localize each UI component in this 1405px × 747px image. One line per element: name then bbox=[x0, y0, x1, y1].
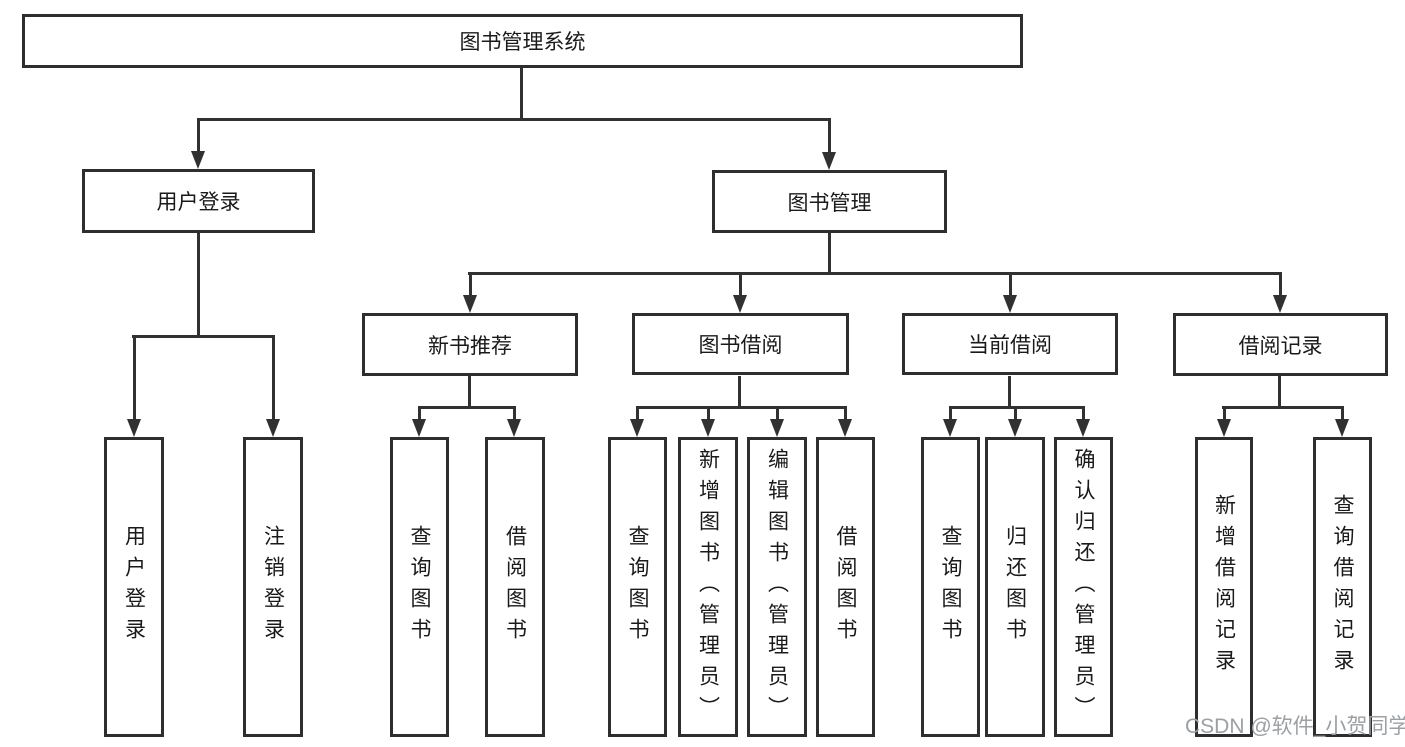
leaf-query-book-recommend: 查询图书 bbox=[390, 437, 449, 737]
node-new-book-recommend: 新书推荐 bbox=[362, 313, 578, 376]
leaf-return-book-label: 归还图书 bbox=[1003, 525, 1027, 649]
connector-stem-new-book-recommend bbox=[468, 376, 471, 406]
arrow-down-icon-borrow-records bbox=[1273, 272, 1287, 313]
node-book-borrow: 图书借阅 bbox=[632, 313, 849, 375]
connector-stem-book-management bbox=[828, 233, 831, 272]
arrow-down-icon-leaf-logout bbox=[266, 335, 280, 437]
leaf-add-book-admin-label: 新增图书（管理员） bbox=[696, 447, 720, 727]
connector-branch-new-book-recommend bbox=[418, 406, 516, 409]
node-new-book-recommend-label: 新书推荐 bbox=[428, 334, 512, 358]
leaf-query-borrow-record-label: 查询借阅记录 bbox=[1331, 494, 1354, 680]
node-borrow-records: 借阅记录 bbox=[1173, 313, 1388, 376]
leaf-query-book-borrow-label: 查询图书 bbox=[626, 525, 649, 649]
connector-stem-book-borrow bbox=[738, 376, 741, 406]
arrow-down-icon-query-book-borrow bbox=[630, 406, 644, 437]
leaf-query-book-current-label: 查询图书 bbox=[939, 525, 962, 649]
leaf-borrow-book-borrow-label: 借阅图书 bbox=[834, 525, 857, 649]
node-library-management-system-label: 图书管理系统 bbox=[459, 31, 586, 54]
arrow-down-icon-new-book-recommend bbox=[463, 272, 477, 313]
node-book-management: 图书管理 bbox=[712, 170, 947, 233]
connector-branch-book-borrow bbox=[636, 406, 847, 409]
node-user-login-label: 用户登录 bbox=[156, 191, 241, 214]
leaf-query-book-recommend-label: 查询图书 bbox=[408, 525, 431, 649]
leaf-edit-book-admin: 编辑图书（管理员） bbox=[747, 437, 807, 737]
connector-branch-level1 bbox=[197, 118, 831, 121]
watermark-text: CSDN @软件_小贺同学 bbox=[1185, 715, 1405, 738]
node-current-borrow: 当前借阅 bbox=[902, 313, 1118, 375]
leaf-logout: 注销登录 bbox=[243, 437, 303, 737]
leaf-user-login: 用户登录 bbox=[104, 437, 164, 737]
arrow-down-icon-current-borrow bbox=[1003, 272, 1017, 313]
leaf-query-book-borrow: 查询图书 bbox=[608, 437, 667, 737]
node-user-login: 用户登录 bbox=[82, 169, 315, 233]
leaf-edit-book-admin-label: 编辑图书（管理员） bbox=[765, 447, 789, 727]
connector-stem-borrow-records bbox=[1278, 376, 1281, 406]
arrow-down-icon-query-book-current bbox=[943, 406, 957, 437]
arrow-down-icon-borrow-book-borrow bbox=[838, 406, 852, 437]
leaf-confirm-return-admin: 确认归还（管理员） bbox=[1054, 437, 1113, 737]
arrow-down-icon-query-book-recommend bbox=[412, 406, 426, 437]
arrow-down-icon-book-management bbox=[822, 118, 836, 170]
arrow-down-icon-add-borrow-record bbox=[1217, 406, 1231, 437]
connector-stem-current-borrow bbox=[1008, 376, 1011, 406]
node-book-borrow-label: 图书借阅 bbox=[698, 334, 783, 357]
connector-branch-book-management bbox=[468, 272, 1282, 275]
node-current-borrow-label: 当前借阅 bbox=[968, 334, 1052, 357]
leaf-add-borrow-record: 新增借阅记录 bbox=[1195, 437, 1253, 737]
connector-stem-user-login bbox=[197, 233, 200, 335]
arrow-down-icon-confirm-return-admin bbox=[1076, 406, 1090, 437]
arrow-down-icon-query-borrow-record bbox=[1335, 406, 1349, 437]
arrow-down-icon-leaf-user-login bbox=[127, 335, 141, 437]
node-library-management-system: 图书管理系统 bbox=[22, 14, 1023, 68]
leaf-add-borrow-record-label: 新增借阅记录 bbox=[1212, 494, 1236, 680]
leaf-add-book-admin: 新增图书（管理员） bbox=[678, 437, 738, 737]
arrow-down-icon-return-book bbox=[1008, 406, 1022, 437]
leaf-query-book-current: 查询图书 bbox=[921, 437, 980, 737]
leaf-borrow-book-borrow: 借阅图书 bbox=[816, 437, 875, 737]
leaf-logout-label: 注销登录 bbox=[261, 525, 285, 649]
connector-branch-borrow-records bbox=[1222, 406, 1344, 409]
arrow-down-icon-user-login bbox=[191, 118, 205, 169]
connector-stem-root bbox=[520, 68, 523, 118]
leaf-query-borrow-record: 查询借阅记录 bbox=[1313, 437, 1372, 737]
connector-branch-user-login bbox=[132, 335, 275, 338]
arrow-down-icon-edit-book-admin bbox=[770, 406, 784, 437]
leaf-borrow-book-recommend-label: 借阅图书 bbox=[503, 525, 527, 649]
connector-branch-current-borrow bbox=[949, 406, 1085, 409]
arrow-down-icon-borrow-book-recommend bbox=[507, 406, 521, 437]
node-borrow-records-label: 借阅记录 bbox=[1238, 334, 1323, 358]
leaf-user-login-label: 用户登录 bbox=[122, 525, 146, 649]
leaf-return-book: 归还图书 bbox=[985, 437, 1045, 737]
leaf-borrow-book-recommend: 借阅图书 bbox=[485, 437, 545, 737]
arrow-down-icon-book-borrow bbox=[733, 272, 747, 313]
node-book-management-label: 图书管理 bbox=[787, 191, 872, 215]
arrow-down-icon-add-book-admin bbox=[701, 406, 715, 437]
leaf-confirm-return-admin-label: 确认归还（管理员） bbox=[1072, 447, 1095, 727]
